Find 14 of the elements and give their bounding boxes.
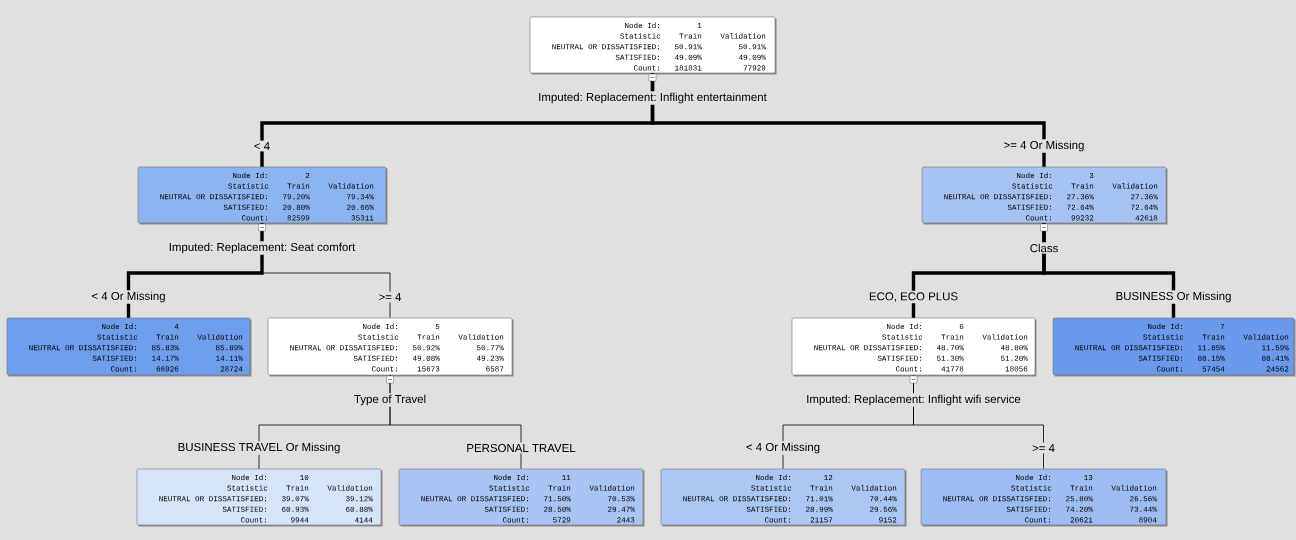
edge-label: >= 4 Or Missing <box>1002 139 1086 153</box>
edge-label: < 4 Or Missing <box>744 441 822 455</box>
edge-label: BUSINESS Or Missing <box>1114 290 1233 304</box>
edge-label: BUSINESS TRAVEL Or Missing <box>176 441 342 455</box>
split-label: Imputed: Replacement: Inflight entertainment <box>536 91 769 105</box>
edge-label: < 4 Or Missing <box>89 290 168 304</box>
edge-label: PERSONAL TRAVEL <box>464 442 578 454</box>
split-label: Imputed: Replacement: Seat comfort <box>167 241 357 255</box>
edge-label: < 4 <box>252 140 272 152</box>
edge-label: >= 4 <box>1030 442 1057 454</box>
split-label: Imputed: Replacement: Inflight wifi service <box>804 393 1023 407</box>
split-label: Type of Travel <box>352 393 428 407</box>
split-label: Class <box>1028 242 1060 254</box>
edge-label: >= 4 <box>377 291 403 303</box>
